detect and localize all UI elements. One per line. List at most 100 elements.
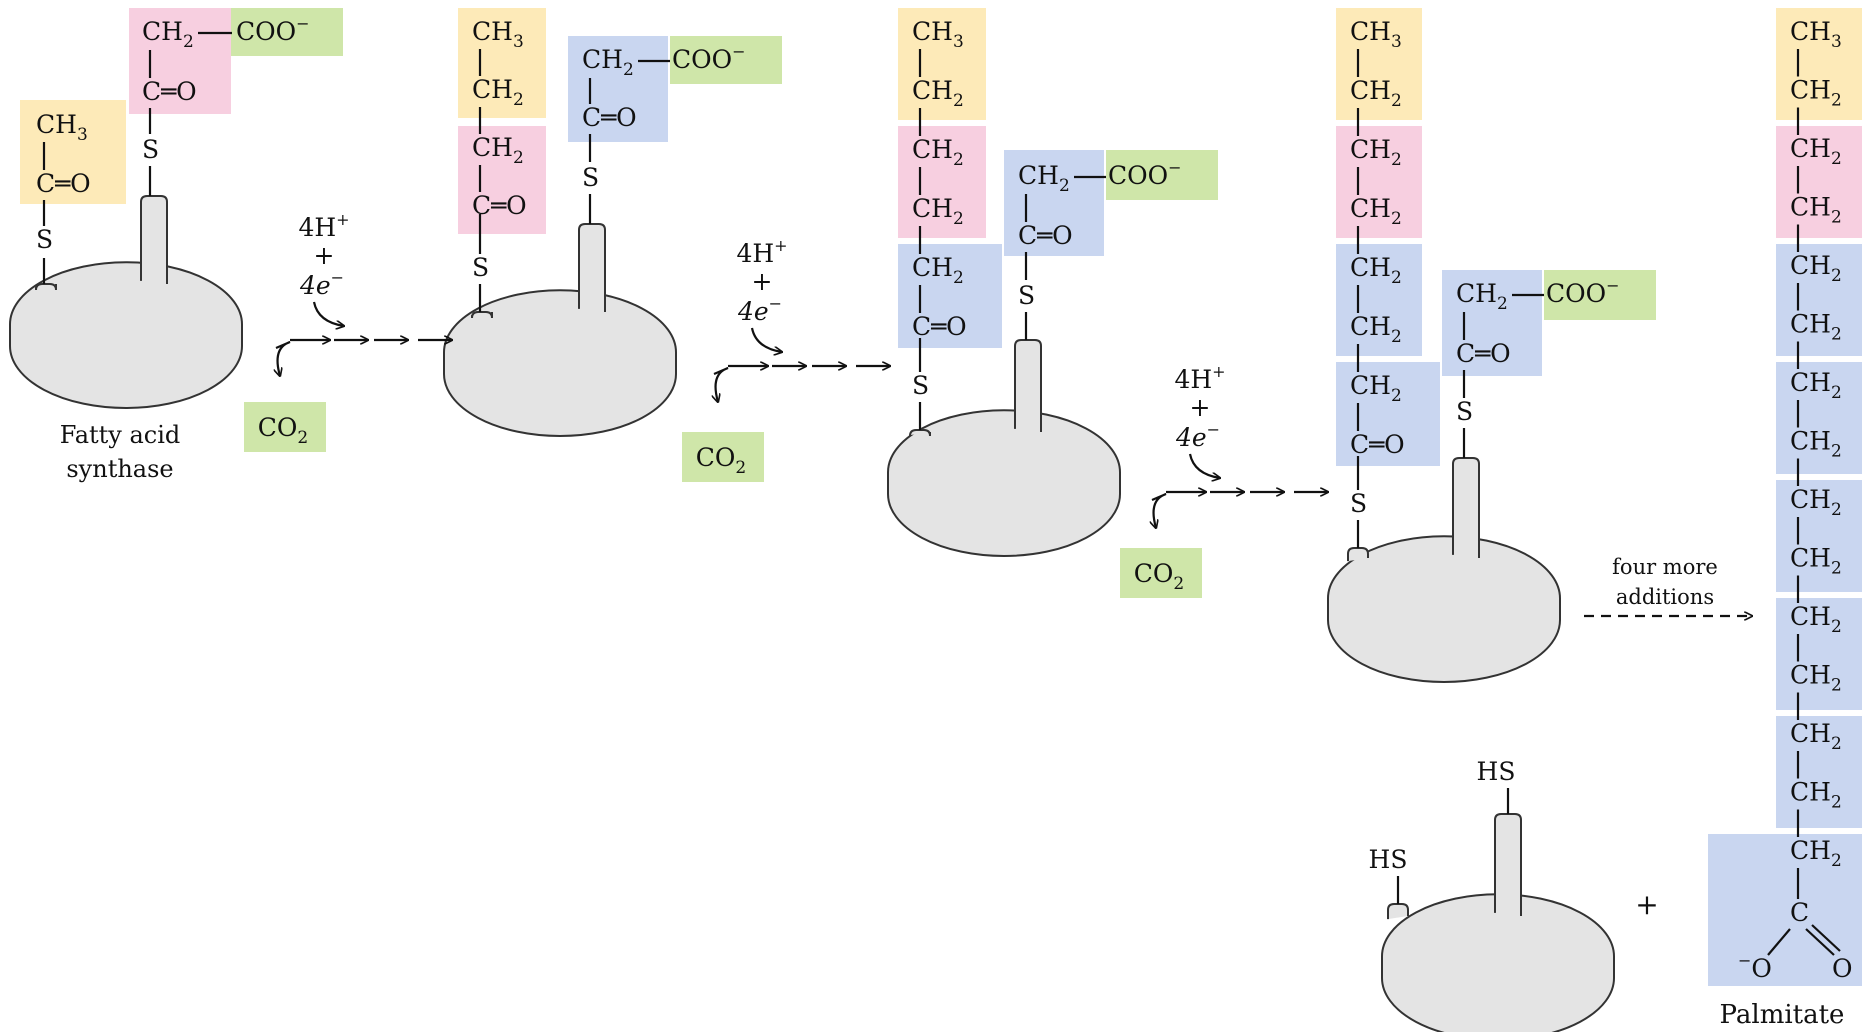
stage2-c2-box bbox=[458, 126, 546, 234]
palmitate-carboxylate-o: −O bbox=[1738, 951, 1772, 983]
stage3-chain-ch2-3: CH2 bbox=[912, 194, 964, 229]
stage2-reaction-4e-main: 4e bbox=[737, 297, 769, 326]
stage2-co2-sub: 2 bbox=[735, 458, 746, 478]
stage1-enzyme-tall-arm bbox=[140, 195, 168, 284]
stage3-reaction-4e-main: 4e bbox=[1175, 423, 1207, 452]
stage1-malonyl-ch2: CH2 bbox=[142, 17, 194, 52]
palmitate-chain-ch2-8-sub: 2 bbox=[1831, 500, 1842, 520]
enzyme-name-line1: Fatty acid bbox=[59, 421, 181, 449]
stage3-chain-ch2-3-main: CH bbox=[912, 194, 953, 223]
stage1-acetyl-carbonyl: C═O bbox=[36, 169, 91, 198]
stage4-c2-box bbox=[1336, 126, 1422, 238]
stage2-enzyme-short-arm bbox=[471, 311, 493, 319]
palmitate-chain-ch2-11-main: CH bbox=[1790, 661, 1831, 690]
palmitate-chain-ch2-1-main: CH bbox=[1790, 76, 1831, 105]
stage3-malonyl-s-text: S bbox=[1018, 281, 1035, 310]
stage3-chain-ch2-1-sub: 2 bbox=[953, 91, 964, 111]
stage1-malonyl-coo: COO− bbox=[236, 14, 310, 46]
stage2-malonyl-carbonyl: C═O bbox=[582, 103, 637, 132]
stage1-malonyl-carbonyl-text: C═O bbox=[142, 77, 197, 106]
stage2-chain-ch2-1-main: CH bbox=[472, 75, 513, 104]
stage3-chain-ch2-3-sub: 2 bbox=[953, 209, 964, 229]
product-plus-sign: + bbox=[1635, 888, 1659, 921]
stage1-acetyl-s-text: S bbox=[36, 225, 53, 254]
stage4-malonyl-ch2-sub: 2 bbox=[1497, 294, 1508, 314]
palmitate-chain-ch2-6-main: CH bbox=[1790, 368, 1831, 397]
stage2-chain-ch3-0-sub: 3 bbox=[513, 32, 524, 52]
stage1-malonyl-carbonyl: C═O bbox=[142, 77, 197, 106]
stage1-enzyme-body bbox=[9, 261, 243, 409]
stage2-co2-main: CO bbox=[696, 443, 736, 472]
palmitate-carbonyl-o: O bbox=[1832, 954, 1853, 983]
palmitate-co-double-a bbox=[1805, 928, 1835, 956]
stage2-reaction-co2-arrow bbox=[714, 366, 729, 402]
stage3-malonyl-ch2: CH2 bbox=[1018, 161, 1070, 196]
stage3-chain-s-text: S bbox=[912, 371, 929, 400]
stage3-malonyl-coo-charge: − bbox=[1168, 158, 1181, 177]
palmitate-chain-ch2-10-main: CH bbox=[1790, 602, 1831, 631]
palmitate-label: Palmitate bbox=[1719, 1000, 1845, 1030]
stage1-reaction-4h-charge: + bbox=[336, 210, 349, 229]
palmitate-chain-ch2-4-main: CH bbox=[1790, 251, 1831, 280]
stage2-chain-s: S bbox=[472, 253, 489, 282]
palmitate-chain-ch2-12-sub: 2 bbox=[1831, 734, 1842, 754]
stage1-acetyl-box bbox=[20, 100, 126, 204]
stage4-c4-box bbox=[1336, 362, 1440, 466]
stage4-chain-ch3-0: CH3 bbox=[1350, 17, 1402, 52]
enzyme-name-line2: synthase bbox=[66, 455, 174, 483]
palmitate-chain-ch3-0-sub: 3 bbox=[1831, 32, 1842, 52]
stage1-co2-main: CO bbox=[258, 413, 298, 442]
stage2-chain-ch3-0: CH3 bbox=[472, 17, 524, 52]
stage4-chain-ch2-2: CH2 bbox=[1350, 135, 1402, 170]
stage1-malonyl-coo-charge: − bbox=[296, 14, 309, 33]
palmitate-c7-box bbox=[1776, 716, 1862, 828]
stage4-malonyl-coo-main: COO bbox=[1546, 279, 1606, 308]
palmitate-chain-ch2-7: CH2 bbox=[1790, 427, 1842, 462]
palmitate-chain-ch2-13-main: CH bbox=[1790, 778, 1831, 807]
stage3-reaction-4h-charge: + bbox=[1212, 362, 1225, 381]
palmitate-chain-ch2-1-sub: 2 bbox=[1831, 91, 1842, 111]
stage3-malonyl-carbonyl-text: C═O bbox=[1018, 221, 1073, 250]
stage3-chain-ch3-0-sub: 3 bbox=[953, 32, 964, 52]
stage4-malonyl-carbonyl-text: C═O bbox=[1456, 339, 1511, 368]
stage3-c1-box bbox=[898, 8, 986, 120]
stage2-co2: CO2 bbox=[696, 443, 746, 478]
palmitate-chain-ch2-7-main: CH bbox=[1790, 427, 1831, 456]
stage3-co2: CO2 bbox=[1134, 559, 1184, 594]
stage4-chain-ch2-3: CH2 bbox=[1350, 194, 1402, 229]
palmitate-chain-ch2-13: CH2 bbox=[1790, 778, 1842, 813]
stage3-c3-box bbox=[898, 244, 1002, 348]
palmitate-chain-ch2-11-sub: 2 bbox=[1831, 676, 1842, 696]
stage4-chain-ch2-6-sub: 2 bbox=[1391, 386, 1402, 406]
stage3-chain-ch2-4-sub: 2 bbox=[953, 268, 964, 288]
palmitate-chain-ch2-5-sub: 2 bbox=[1831, 325, 1842, 345]
palmitate-chain-ch2-11: CH2 bbox=[1790, 661, 1842, 696]
stage3-chain-ch2-4: CH2 bbox=[912, 253, 964, 288]
stage1-reaction-plus-text: + bbox=[314, 241, 335, 270]
stage3-co2-box bbox=[1120, 548, 1202, 598]
stage1-reaction-plus: + bbox=[314, 241, 335, 270]
stage4-malonyl-carbonyl: C═O bbox=[1456, 339, 1511, 368]
four-more-line2: additions bbox=[1615, 585, 1715, 609]
stage1-co2-box bbox=[244, 402, 326, 452]
stage2-malonyl-box bbox=[568, 36, 668, 142]
stage4-chain-ch2-3-main: CH bbox=[1350, 194, 1391, 223]
stage2-reaction-plus-text: + bbox=[752, 267, 773, 296]
palmitate-chain-ch2-9: CH2 bbox=[1790, 544, 1842, 579]
palmitate-c2-box bbox=[1776, 126, 1862, 238]
stage1-reaction-4h-main: 4H bbox=[298, 213, 336, 242]
palmitate-chain-ch2-2-main: CH bbox=[1790, 134, 1831, 163]
stage2-reaction-4e-charge: − bbox=[769, 294, 782, 313]
stage1-malonyl-ch2-sub: 2 bbox=[183, 32, 194, 52]
stage2-malonyl-coo-main: COO bbox=[672, 45, 732, 74]
palmitate-chain-ch2-7-sub: 2 bbox=[1831, 442, 1842, 462]
palmitate-chain-ch2-8-main: CH bbox=[1790, 485, 1831, 514]
stage4-chain-carbonyl-7-text: C═O bbox=[1350, 430, 1405, 459]
stage1-malonyl-s: S bbox=[142, 135, 159, 164]
stage1-malonyl-ch2-main: CH bbox=[142, 17, 183, 46]
stage2-chain-ch2-2-main: CH bbox=[472, 133, 513, 162]
stage2-chain-ch2-2: CH2 bbox=[472, 133, 524, 168]
palmitate-carboxyl-c-text: C bbox=[1790, 898, 1809, 927]
stage4-chain-ch2-1-main: CH bbox=[1350, 76, 1391, 105]
stage4-chain-ch3-0-main: CH bbox=[1350, 17, 1391, 46]
